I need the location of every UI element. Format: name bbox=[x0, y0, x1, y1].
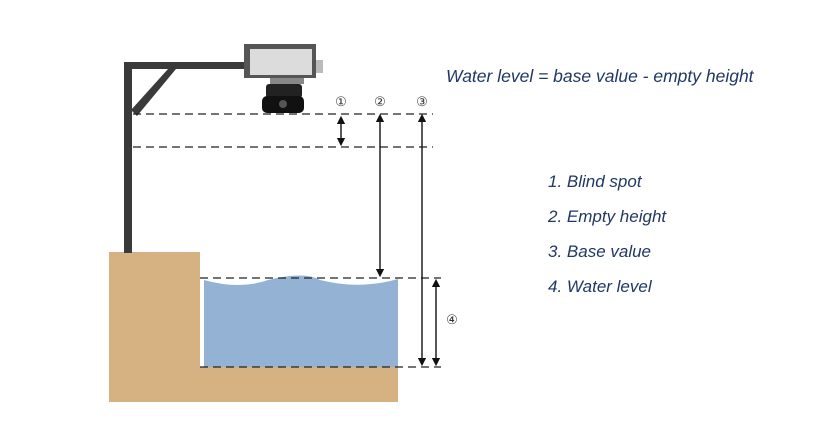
legend-item-blind-spot: 1. Blind spot bbox=[548, 172, 642, 191]
radar-sensor-icon bbox=[244, 44, 323, 113]
ground-structure bbox=[109, 252, 398, 402]
measurement-arrows bbox=[336, 113, 441, 367]
legend-item-empty-height: 2. Empty height bbox=[548, 207, 667, 226]
marker-3: ③ bbox=[416, 95, 428, 110]
legend-list: 1. Blind spot 2. Empty height 3. Base va… bbox=[548, 170, 666, 310]
marker-2: ② bbox=[374, 95, 386, 110]
water-body bbox=[204, 275, 398, 367]
legend-item-water-level: 4. Water level bbox=[548, 277, 652, 296]
marker-1: ① bbox=[335, 95, 347, 110]
legend-item-base-value: 3. Base value bbox=[548, 242, 652, 261]
formula-text: Water level = base value - empty height bbox=[446, 66, 754, 86]
mounting-bracket bbox=[124, 62, 244, 253]
marker-4: ④ bbox=[446, 313, 458, 328]
